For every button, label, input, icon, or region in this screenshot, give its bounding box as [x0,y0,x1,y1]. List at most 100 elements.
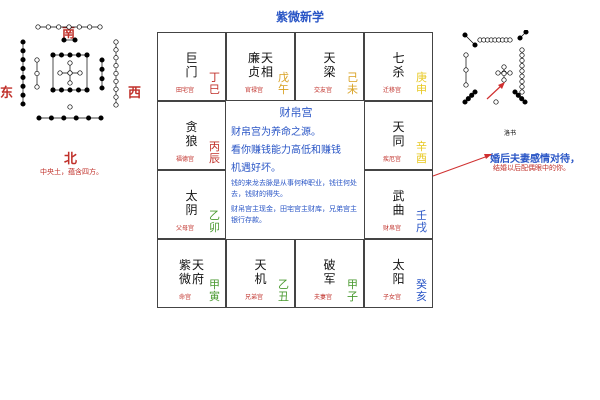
dot [45,24,51,30]
dot [73,115,79,121]
dot [20,83,26,89]
palace-name: 交友宫 [313,87,332,94]
label-south: 南 [62,26,76,41]
label-west: 西 [128,86,142,101]
dot [512,89,518,95]
dot [495,70,501,76]
dot [50,87,56,93]
star-name: 七杀 [392,51,405,79]
hetu-diagram [20,24,119,121]
palace-name: 命宫 [178,294,191,301]
stem-branch: 甲寅 [209,278,220,303]
main-stars: 贪狼 [158,120,225,148]
palace-cell: 破军甲子夫妻宫 [295,239,364,308]
dot [465,96,471,102]
center-line: 看你赚钱能力高低和赚钱 [231,145,341,156]
dot [462,99,468,105]
dot [50,52,56,58]
dot [507,70,513,76]
dot [66,24,72,30]
dot [501,64,507,70]
dot [35,24,41,30]
main-stars: 破军 [296,258,363,286]
stem-branch: 己未 [347,71,358,96]
main-stars: 紫微天府 [158,258,225,286]
dot [99,76,105,82]
dot [507,37,513,43]
star-name: 天梁 [323,51,336,79]
annotation-main: 婚后夫妻感情对待， [490,154,580,165]
star-name: 贪狼 [185,120,198,148]
dot [67,52,73,58]
main-stars: 巨门 [158,51,225,79]
main-stars: 武曲 [365,189,432,217]
stem-branch: 乙丑 [278,278,289,303]
dot [20,74,26,80]
dot [34,70,40,77]
hetu-caption: 中央土，蕴含四方。 [40,168,103,176]
dot [75,87,82,93]
palace-cell: 太阴乙卯父母宫 [157,170,226,239]
palace-name: 子女宫 [382,294,401,301]
dot [20,39,26,45]
dot [472,42,478,48]
dot [113,102,119,108]
star-name: 破军 [323,258,336,286]
dot [517,35,523,41]
dot [87,24,93,30]
dot [75,52,82,58]
dot [67,60,73,66]
dot [522,99,528,105]
luoshu-diagram [462,30,529,105]
star-name: 太阴 [185,189,198,217]
page-title: 紫微新学 [275,10,324,24]
dot [501,77,507,83]
star-name: 武曲 [392,189,405,217]
dot [67,80,73,86]
dot [493,99,499,105]
dot [463,52,469,58]
dot [77,70,83,76]
stem-branch: 丙辰 [209,140,220,165]
dot [113,47,119,53]
dot [58,87,65,93]
stem-branch: 庚申 [416,71,427,96]
palace-name: 父母宫 [175,225,194,232]
dot [34,84,40,90]
dot [519,89,525,95]
palace-cell: 太阳癸亥子女宫 [364,239,433,308]
dot [113,94,119,100]
dot [113,70,119,77]
star-name: 紫微 [178,258,191,286]
dot [67,104,73,110]
palace-name: 迁移宫 [382,87,401,94]
main-stars: 七杀 [365,51,432,79]
palace-name: 财帛宫 [382,225,401,232]
dot [97,24,103,30]
main-stars: 廉贞天相 [227,51,294,79]
center-line: 机遇好坏。 [231,163,281,174]
dot [113,63,119,69]
palace-name: 兄弟宫 [244,294,263,301]
center-detail: 财帛宫主现金，田宅宫主财库，兄弟宫主银行存款。 [231,205,357,224]
palace-name: 福德宫 [175,156,194,163]
center-title: 财帛宫 [279,106,313,119]
palace-cell: 七杀庚申迁移宫 [364,32,433,101]
dot [519,63,525,69]
dot [84,52,90,58]
main-stars: 天同 [365,120,432,148]
stem-branch: 辛酉 [416,140,427,165]
palace-cell: 廉贞天相戊午官禄宫 [226,32,295,101]
center-detail: 钱的来龙去脉是从事何种职业，钱往何处去，钱财的得失。 [231,179,357,198]
palace-name: 夫妻宫 [313,294,332,301]
dot [67,70,73,76]
dot [463,82,469,88]
dot [501,70,507,77]
dot [519,47,525,53]
luoshu-caption: 洛书 [504,130,517,137]
dot [113,78,119,84]
dot [20,66,26,72]
dot [515,92,521,98]
star-name: 太阳 [392,258,405,286]
dot [36,115,42,121]
